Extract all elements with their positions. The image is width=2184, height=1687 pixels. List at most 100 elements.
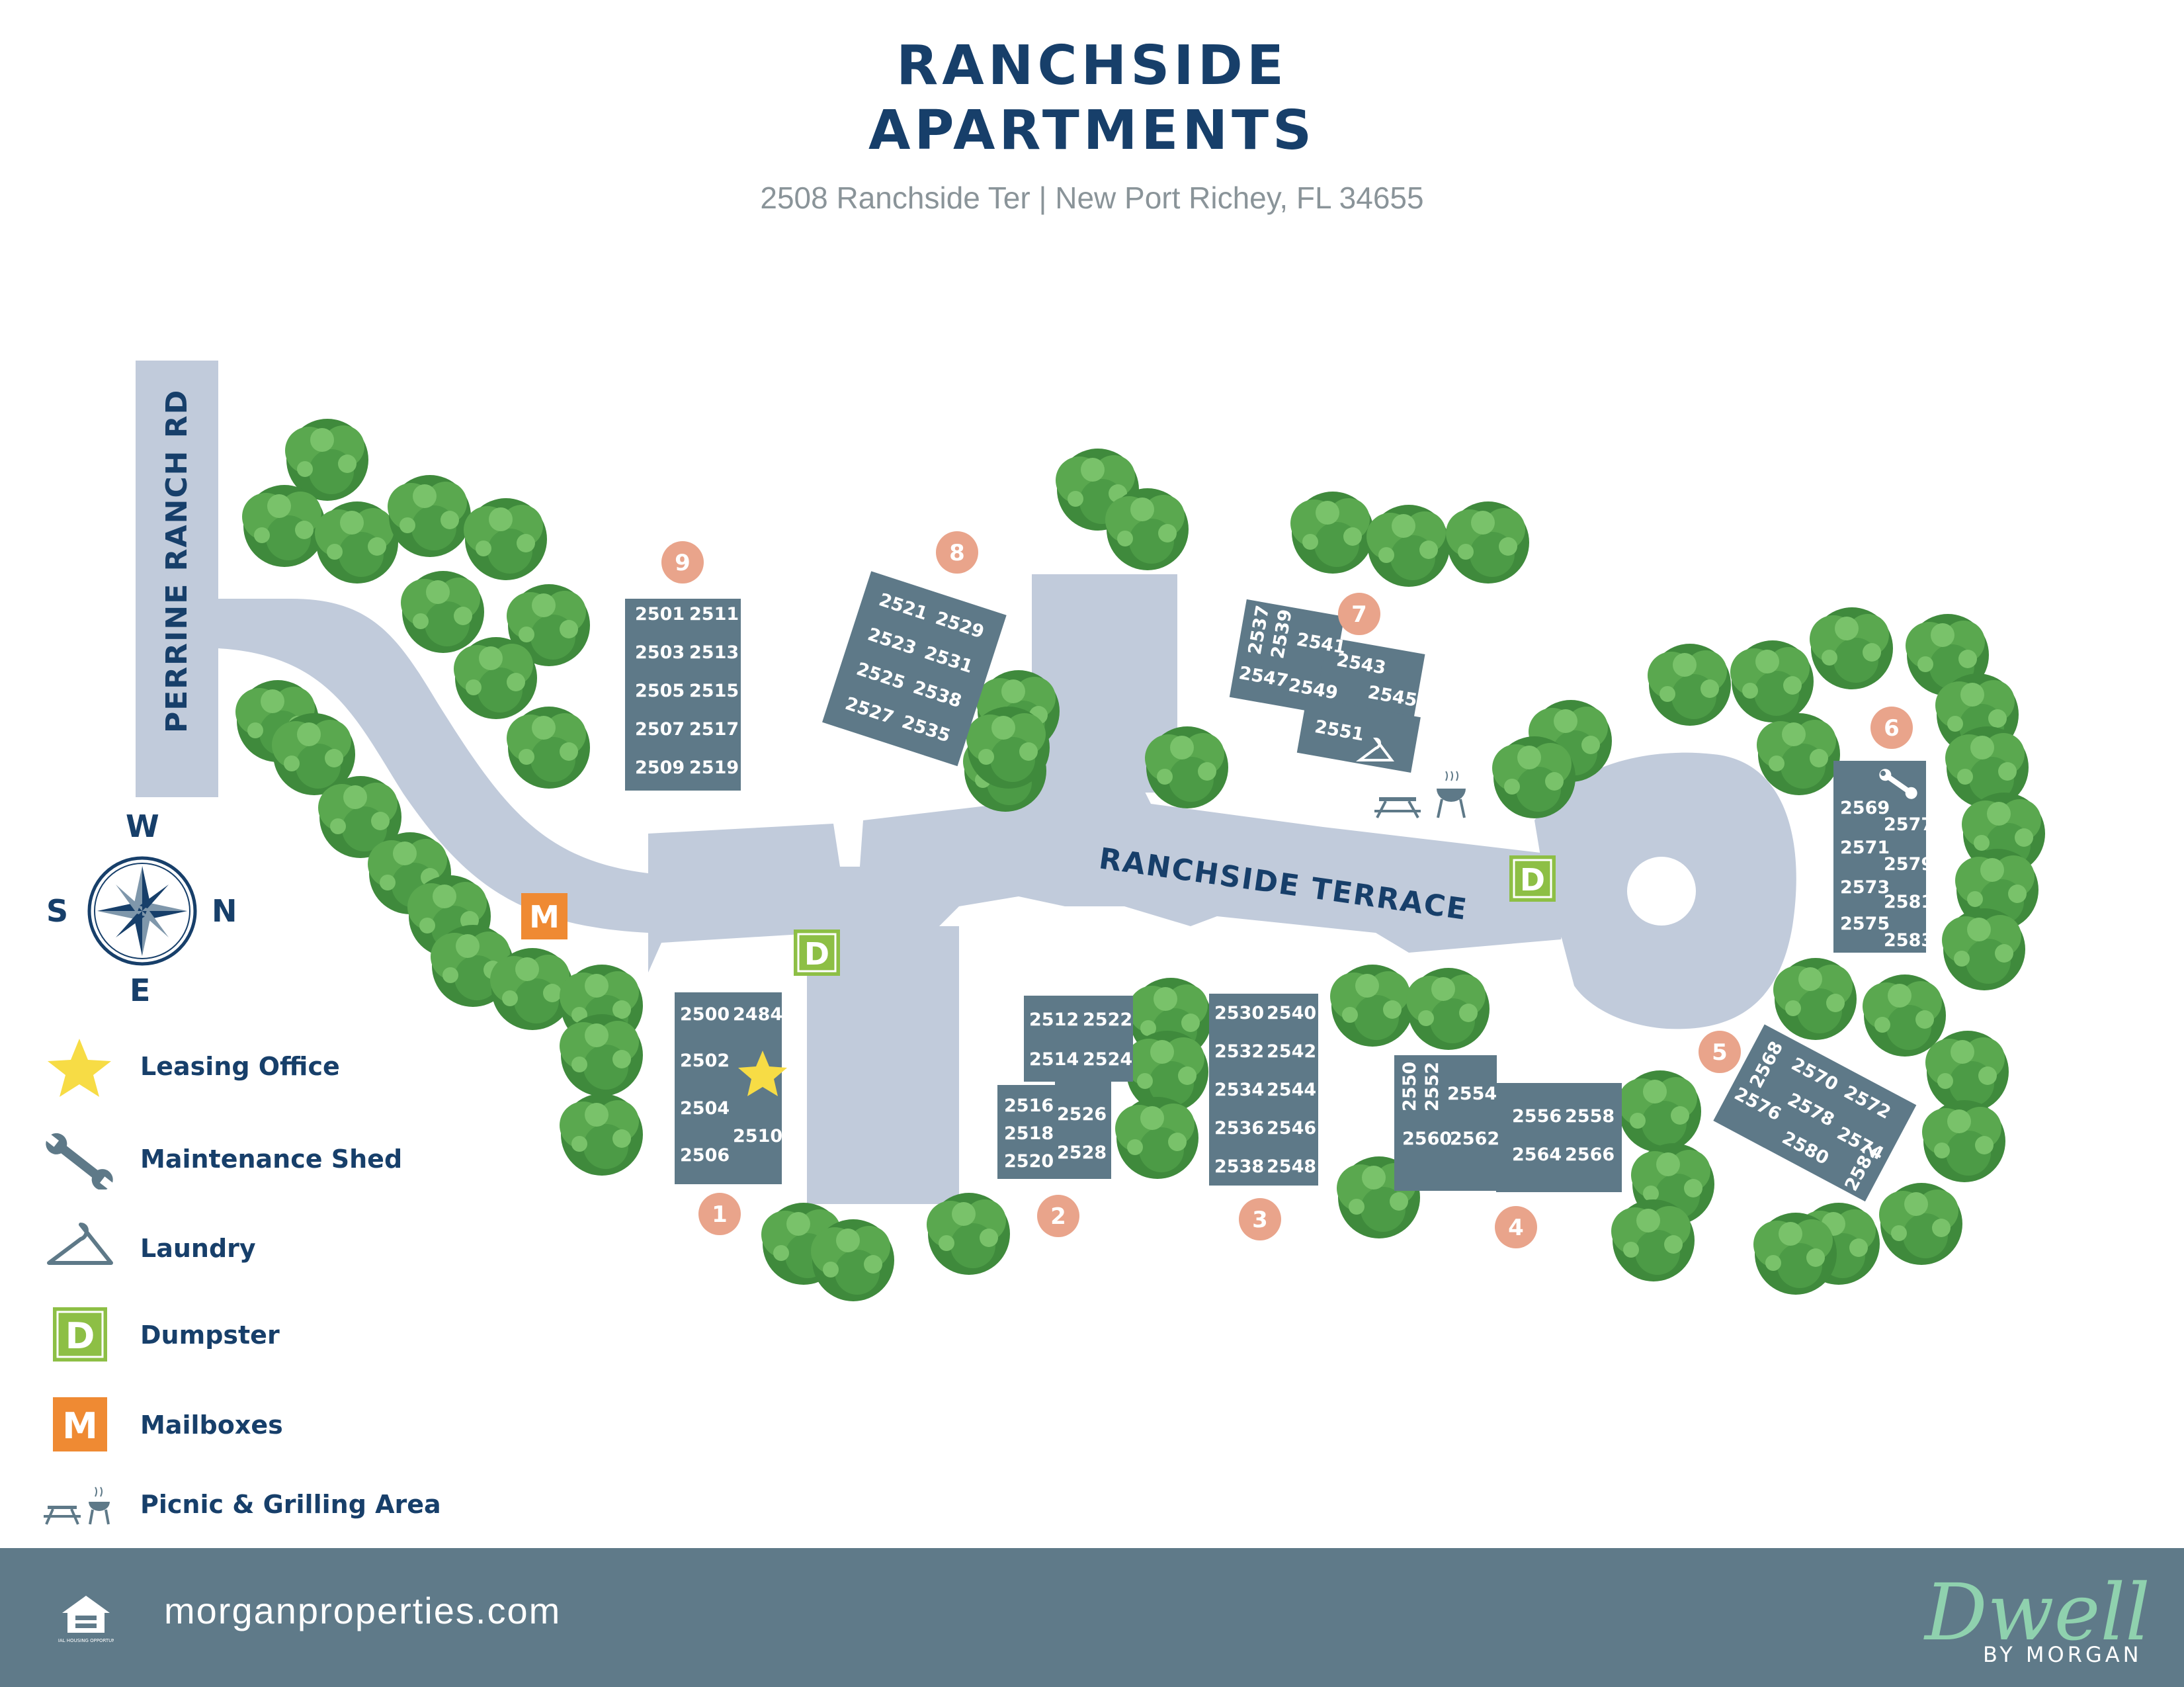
unit-label: 2546	[1267, 1118, 1316, 1139]
unit-label: 2515	[689, 681, 739, 701]
unit-label: 2548	[1267, 1156, 1316, 1177]
unit-label: 2569	[1840, 798, 1890, 818]
website-link[interactable]: morganproperties.com	[164, 1590, 562, 1631]
unit-label: 2530	[1214, 1003, 1264, 1023]
unit-label: 2564	[1512, 1145, 1562, 1165]
unit-label: 2509	[635, 757, 685, 778]
leasing-office-star-icon[interactable]	[738, 1051, 787, 1096]
picnic-grill-icon[interactable]	[1374, 771, 1466, 818]
svg-text:1: 1	[712, 1201, 728, 1228]
unit-label: 2526	[1057, 1104, 1107, 1125]
building-badge-8[interactable]: 8	[936, 531, 978, 574]
unit-label: 2581	[1884, 892, 1933, 912]
dwell-brand-logo: Dwell	[1925, 1567, 2150, 1658]
footer: EQUAL HOUSING OPPORTUNITY morganproperti…	[0, 1548, 2184, 1687]
svg-text:3: 3	[1252, 1207, 1268, 1233]
unit-label: 2524	[1083, 1049, 1132, 1070]
svg-text:6: 6	[1884, 715, 1900, 742]
dwell-brand-subtitle: BY MORGAN	[1983, 1642, 2142, 1667]
building-badge-1[interactable]: 1	[698, 1193, 741, 1235]
unit-label: 2516	[1004, 1096, 1054, 1116]
compass-south-label: S	[46, 893, 69, 929]
legend-label: Dumpster	[140, 1320, 280, 1350]
building-5[interactable]	[1713, 1024, 1917, 1202]
star-icon	[48, 1039, 111, 1097]
svg-text:9: 9	[675, 550, 691, 576]
svg-text:M: M	[62, 1405, 98, 1447]
unit-label: 2573	[1840, 877, 1890, 898]
entrance-drive	[218, 599, 648, 933]
mailbox-icon: M	[53, 1397, 107, 1451]
building-9[interactable]	[625, 599, 741, 791]
building-badge-6[interactable]: 6	[1870, 707, 1913, 749]
unit-label: 2500	[680, 1004, 730, 1025]
equal-housing-icon: EQUAL HOUSING OPPORTUNITY	[58, 1596, 114, 1643]
building-badge-2[interactable]: 2	[1037, 1195, 1079, 1237]
dumpster-icon: D	[53, 1307, 107, 1362]
unit-label: 2571	[1840, 838, 1890, 858]
unit-label: 2510	[733, 1126, 782, 1146]
laundry-hanger-icon[interactable]	[1356, 737, 1394, 761]
unit-label: 2556	[1512, 1106, 1562, 1127]
hanger-icon	[47, 1223, 113, 1265]
building-7[interactable]	[1222, 599, 1436, 773]
compass-east-label: E	[130, 973, 151, 1008]
building-badge-7[interactable]: 7	[1338, 593, 1380, 635]
building-badge-3[interactable]: 3	[1239, 1198, 1281, 1240]
unit-label: 2536	[1214, 1118, 1264, 1139]
svg-text:D: D	[65, 1315, 95, 1357]
maintenance-wrench-icon[interactable]	[1877, 767, 1919, 802]
legend-label: Leasing Office	[140, 1052, 340, 1081]
dumpster-marker-west[interactable]: D	[794, 930, 840, 976]
perrine-ranch-rd-label: PERRINE RANCH RD	[160, 389, 194, 733]
building-4[interactable]	[1394, 1055, 1622, 1192]
unit-label: 2504	[680, 1098, 730, 1119]
unit-label: 2506	[680, 1145, 730, 1166]
svg-text:M: M	[529, 899, 560, 935]
building-badge-9[interactable]: 9	[661, 541, 704, 584]
unit-label: 2505	[635, 681, 685, 701]
svg-text:4: 4	[1508, 1215, 1524, 1241]
unit-label: 2542	[1267, 1041, 1316, 1062]
building-3[interactable]	[1209, 994, 1318, 1186]
address: 2508 Ranchside Ter | New Port Richey, FL…	[760, 181, 1424, 215]
unit-label: 2514	[1029, 1049, 1079, 1070]
unit-label: 2507	[635, 719, 685, 740]
unit-label: 2520	[1004, 1151, 1054, 1172]
unit-label: 2577	[1884, 814, 1933, 835]
unit-label: 2554	[1447, 1084, 1497, 1104]
unit-label: 2502	[680, 1051, 730, 1071]
unit-label: 2534	[1214, 1080, 1264, 1100]
site-map: PERRINE RANCH RD RANCHSIDE TERRACE	[87, 361, 2045, 1301]
unit-label: 2528	[1057, 1143, 1107, 1163]
unit-label: 2560	[1402, 1129, 1452, 1149]
unit-label: 2512	[1029, 1010, 1079, 1030]
compass-rose-icon	[87, 856, 197, 966]
unit-label: 2575	[1840, 914, 1890, 934]
building-1[interactable]	[675, 992, 782, 1184]
buildings	[625, 571, 1926, 1202]
unit-label: 2583	[1884, 930, 1933, 951]
unit-label: 2562	[1450, 1129, 1499, 1149]
unit-label: 2503	[635, 642, 685, 663]
legend-label: Maintenance Shed	[140, 1145, 403, 1174]
unit-label: 2501	[635, 604, 685, 625]
unit-label: 2566	[1565, 1145, 1615, 1165]
title-line-2: APARTMENTS	[868, 99, 1316, 162]
compass-north-label: N	[212, 893, 237, 929]
dumpster-marker-east[interactable]: D	[1509, 855, 1556, 902]
building-8[interactable]	[822, 571, 1007, 767]
building-badge-5[interactable]: 5	[1699, 1031, 1741, 1073]
building-2[interactable]	[997, 996, 1133, 1179]
ranchside-terrace	[648, 721, 1574, 973]
building-badge-4[interactable]: 4	[1495, 1206, 1537, 1248]
unit-label: 2518	[1004, 1123, 1054, 1144]
compass-west-label: W	[126, 808, 159, 844]
unit-label: 2550	[1400, 1062, 1420, 1111]
svg-text:D: D	[804, 936, 829, 972]
mailbox-marker[interactable]: M	[521, 893, 567, 939]
perrine-ranch-rd	[136, 361, 218, 797]
unit-label: 2522	[1083, 1010, 1132, 1030]
legend-label: Mailboxes	[140, 1410, 283, 1440]
svg-text:2: 2	[1050, 1203, 1066, 1230]
